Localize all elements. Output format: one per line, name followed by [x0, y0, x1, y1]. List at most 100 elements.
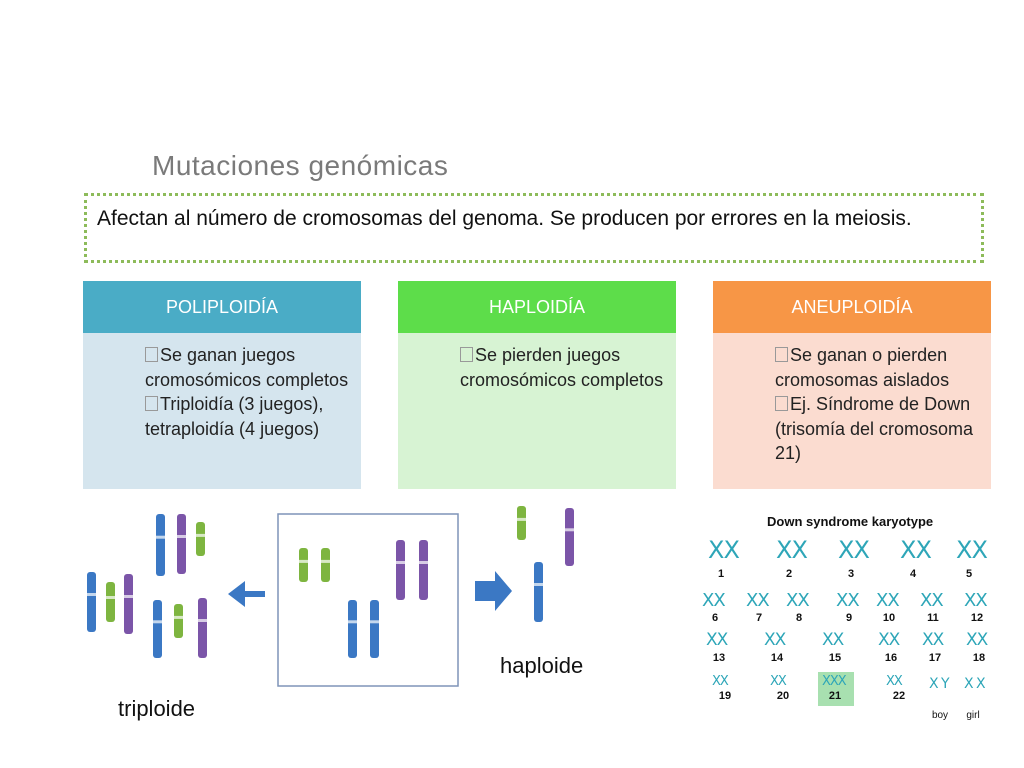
bullet-item: Ej. Síndrome de Down (trisomía del cromo…: [775, 394, 974, 463]
chromosome-number: 17: [928, 652, 942, 664]
chromosome: [534, 562, 543, 622]
chromosome-number: 11: [927, 612, 939, 624]
label-haploid: haploide: [500, 653, 584, 678]
chromosome-pair-14: XX: [764, 630, 786, 650]
column-body: Se pierden juegos cromosómicos completos: [398, 333, 676, 489]
chromosome-number: 21: [828, 690, 842, 702]
centromere: [320, 559, 331, 563]
centromere: [395, 561, 406, 564]
chromosome-number: 9: [845, 612, 853, 624]
column-aneuploidia: ANEUPLOIDÍA Se ganan o pierden cromosoma…: [713, 281, 991, 489]
chromosome: [156, 514, 165, 576]
column-poliploidia: POLIPLOIDÍA Se ganan juegos cromosómicos…: [83, 281, 361, 489]
chromosome-number: 14: [770, 652, 784, 664]
chromosome: [419, 540, 428, 600]
chromosome-number: 4: [909, 568, 917, 580]
chromosome-number: 16: [884, 652, 898, 664]
centromere: [197, 619, 208, 622]
chromosome-pair-3: XX: [838, 536, 870, 564]
centromere: [152, 620, 163, 624]
chromosome: [321, 548, 330, 582]
sex-girl-glyph: X X: [964, 676, 986, 692]
chromosome-pair-12: XX: [964, 590, 988, 611]
chromosome-pair-7: XX: [746, 590, 770, 611]
chromosome: [565, 508, 574, 566]
bullet-icon: [460, 347, 473, 362]
bullet-item: Triploidía (3 juegos), tetraploidía (4 j…: [145, 394, 324, 439]
chromosome: [370, 600, 379, 658]
centromere: [298, 559, 309, 563]
chromosome-pair-16: XX: [878, 630, 900, 650]
bullet-icon: [775, 347, 788, 362]
column-header: POLIPLOIDÍA: [83, 281, 361, 333]
chromosome-number: 18: [972, 652, 986, 664]
label-triploid: triploide: [118, 696, 196, 721]
centromere: [516, 517, 527, 521]
bullet-icon: [145, 347, 158, 362]
centromere: [369, 620, 380, 624]
centromere: [155, 535, 166, 539]
chromosome-number: 22: [892, 690, 906, 702]
arrow-right-icon: [475, 571, 512, 611]
centromere: [86, 593, 97, 596]
chromosome-pair-20: XX: [770, 674, 787, 689]
bullet-icon: [145, 396, 158, 411]
chromosome-pair-2: XX: [776, 536, 808, 564]
centromere: [173, 615, 184, 619]
chromosome: [299, 548, 308, 582]
chromosome-number: 7: [755, 612, 763, 624]
chromosome-pair-4: XX: [900, 536, 932, 564]
chromosome-pair-5: XX: [956, 536, 988, 564]
highlight-21: [818, 672, 854, 706]
chromosome-number: 6: [711, 612, 719, 624]
chromosome: [174, 604, 183, 638]
chromosome-pair-9: XX: [836, 590, 860, 611]
chromosome: [124, 574, 133, 634]
chromosome-number: 20: [776, 690, 790, 702]
bullet-item: Se ganan o pierden cromosomas aislados: [775, 345, 950, 390]
chromosome-number: 3: [847, 568, 855, 580]
chromosome-pair-17: XX: [922, 630, 944, 650]
chromosome-pair-1: XX: [708, 536, 740, 564]
chromosome-number: 8: [795, 612, 803, 624]
chromosome-number: 19: [718, 690, 732, 702]
chromosome-pair-6: XX: [702, 590, 726, 611]
centromere: [123, 595, 134, 598]
ploidy-diagram: [86, 506, 575, 687]
bullet-item: Se ganan juegos cromosómicos completos: [145, 345, 349, 390]
chromosome: [87, 572, 96, 632]
chromosome-pair-11: XX: [920, 590, 944, 611]
chromosome-number: 12: [970, 612, 984, 624]
centromere: [347, 620, 358, 624]
chromosome-number: 13: [712, 652, 726, 664]
chromosome: [517, 506, 526, 540]
chromosome-number: 15: [828, 652, 842, 664]
diploid-box: [277, 513, 459, 687]
chromosome: [177, 514, 186, 574]
centromere: [105, 596, 116, 599]
chromosome-pair-10: XX: [876, 590, 900, 611]
chromosome: [196, 522, 205, 556]
chromosome-pair-15: XX: [822, 630, 844, 650]
column-header: HAPLOIDÍA: [398, 281, 676, 333]
slide-title: Mutaciones genómicas: [152, 150, 449, 181]
sex-boy-label: boy: [931, 710, 949, 721]
intro-box: Afectan al número de cromosomas del geno…: [84, 193, 984, 263]
column-body: Se ganan o pierden cromosomas aislados E…: [713, 333, 991, 489]
chromosome: [198, 598, 207, 658]
sex-girl-label: girl: [966, 710, 980, 721]
chromosome: [106, 582, 115, 622]
chromosome-number: 10: [882, 612, 896, 624]
centromere: [564, 528, 575, 532]
chromosome-pair-8: XX: [786, 590, 810, 611]
centromere: [418, 561, 429, 564]
chromosome-number: 2: [785, 568, 793, 580]
bullet-icon: [775, 396, 788, 411]
centromere: [176, 535, 187, 538]
chromosome-number: 5: [965, 568, 973, 580]
column-body: Se ganan juegos cromosómicos completos T…: [83, 333, 361, 489]
chromosome-pair-19: XX: [712, 674, 729, 689]
column-haploidia: HAPLOIDÍA Se pierden juegos cromosómicos…: [398, 281, 676, 489]
chromosome-pair-22: XX: [886, 674, 903, 689]
